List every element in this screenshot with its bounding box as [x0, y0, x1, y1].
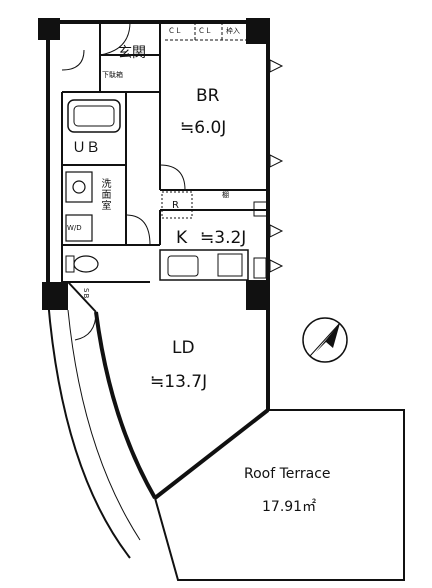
refrigerator-label: R [172, 200, 179, 211]
closet-lines [165, 22, 268, 41]
toilet [73, 255, 99, 273]
ld-label: LD [172, 338, 195, 358]
genkan-label: 玄関 [118, 45, 146, 61]
washbasin [65, 171, 93, 203]
washroom-label: 洗面室 [99, 178, 110, 211]
balcony-curve [47, 299, 131, 559]
ld-size: ≒13.7J [150, 372, 208, 392]
windows [269, 59, 284, 273]
k-label: K [176, 228, 188, 248]
kitchen-counter [159, 249, 249, 281]
k-size: ≒3.2J [200, 228, 247, 248]
terrace-label: Roof Terrace [244, 466, 331, 482]
north-arrow-icon [302, 317, 348, 363]
closet-label-1: ＣＬ [168, 27, 182, 35]
wd-label: W/D [67, 224, 82, 232]
shelf-label: 棚 [222, 191, 229, 199]
roof-terrace [153, 409, 405, 581]
pillars [38, 18, 270, 310]
closet-label-2: ＣＬ [198, 27, 212, 35]
ub-label: ＵＢ [72, 140, 100, 156]
walls [46, 20, 270, 500]
br-label: BR [196, 86, 220, 106]
bathtub [67, 99, 121, 133]
door-swings [61, 21, 186, 341]
getabako-label: 下駄箱 [102, 71, 123, 79]
terrace-area: 17.91㎡ [262, 499, 317, 515]
interior-walls [61, 22, 268, 313]
utility-boxes [253, 201, 269, 279]
sb-label: SB [82, 288, 90, 300]
washer-space [65, 214, 93, 242]
oshiire-label: 枠入 [226, 27, 240, 35]
br-size: ≒6.0J [180, 118, 227, 138]
